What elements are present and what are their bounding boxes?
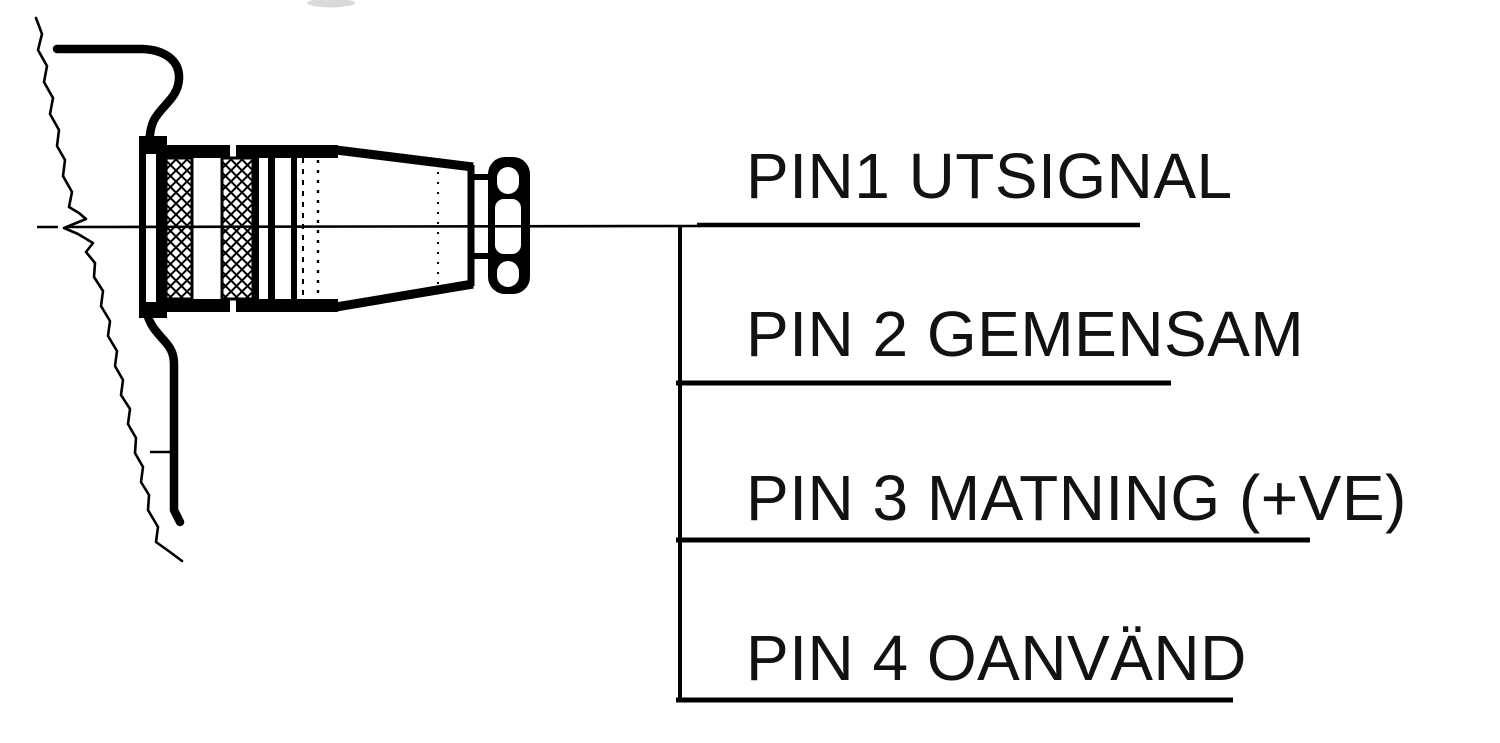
pin2-label: PIN 2 GEMENSAM <box>746 298 1305 370</box>
panel-break-line <box>34 16 184 563</box>
scan-artifact <box>307 0 355 8</box>
knurl-ring-2 <box>220 156 255 301</box>
ring-grooves <box>253 158 297 299</box>
tapered-cone <box>335 145 475 312</box>
pin1-label: PIN1 UTSIGNAL <box>746 140 1233 212</box>
pin3-label: PIN 3 MATNING (+VE) <box>746 462 1407 534</box>
knurl-ring-1 <box>164 156 194 301</box>
pin4-label: PIN 4 OANVÄND <box>746 622 1247 694</box>
pin-leader-lines <box>676 222 1310 703</box>
barrel-walls <box>164 145 338 312</box>
panel-bottom-edge <box>142 308 185 527</box>
panel-top-edge <box>52 44 184 155</box>
centerline <box>37 224 701 229</box>
panel-cross-section <box>34 16 185 563</box>
